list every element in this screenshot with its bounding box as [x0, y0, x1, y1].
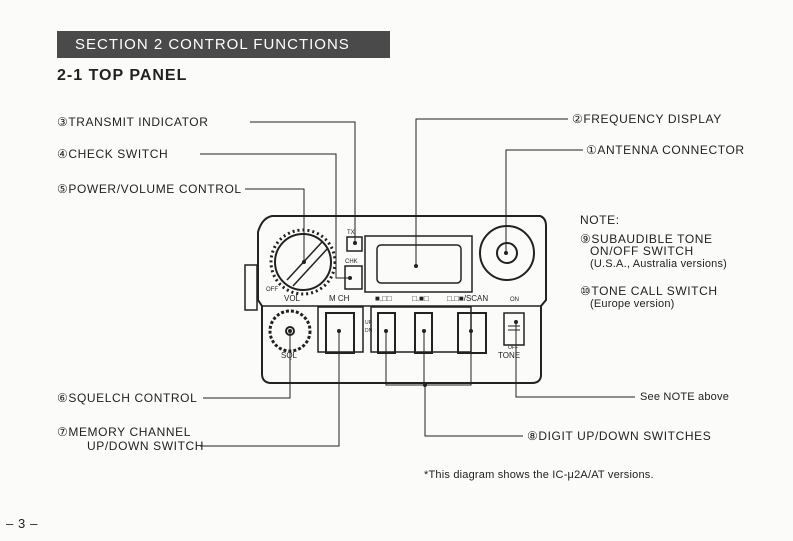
- note-9-title: ⑨SUBAUDIBLE TONE: [580, 232, 713, 246]
- sql-label: SQL: [281, 351, 298, 360]
- section-banner: SECTION 2 CONTROL FUNCTIONS: [57, 31, 390, 58]
- tone-off-label: OFF: [508, 345, 518, 351]
- note-9-title-2: ON/OFF SWITCH: [590, 244, 694, 258]
- up-label: UP: [365, 320, 373, 326]
- digit-switch-2: [414, 312, 433, 354]
- callout-power-volume: ⑤POWER/VOLUME CONTROL: [57, 182, 242, 196]
- leader-3: [250, 121, 356, 243]
- squelch-knob: [268, 309, 312, 353]
- chk-label: CHK: [345, 259, 358, 265]
- leader-8-bracket: [385, 331, 472, 386]
- on-label: ON: [510, 297, 519, 303]
- callout-memory-channel-2: UP/DOWN SWITCH: [87, 439, 205, 453]
- subsection-title: 2-1 TOP PANEL: [57, 67, 188, 84]
- leader-5: [245, 188, 305, 262]
- volume-knob: [274, 233, 332, 291]
- digit-2-label: □.■□: [412, 294, 429, 303]
- note-heading: NOTE:: [580, 213, 620, 227]
- tone-switch: [503, 312, 525, 346]
- off-label: OFF: [266, 287, 278, 293]
- mch-switch: [325, 312, 355, 354]
- digit-3-scan-label: □.□■/SCAN: [447, 294, 488, 303]
- callout-memory-channel: ⑦MEMORY CHANNEL: [57, 425, 192, 439]
- mch-label: M CH: [329, 294, 350, 303]
- leader-tone: [515, 322, 635, 398]
- radio-body: [257, 215, 547, 384]
- note-10-versions: (Europe version): [590, 298, 675, 310]
- vol-label: VOL: [284, 294, 301, 303]
- callout-antenna-connector: ①ANTENNA CONNECTOR: [586, 143, 745, 157]
- note-10-title: ⑩TONE CALL SWITCH: [580, 284, 718, 298]
- callout-digit-switches: ⑧DIGIT UP/DOWN SWITCHES: [527, 429, 712, 443]
- tone-label: TONE: [498, 351, 520, 360]
- callout-squelch: ⑥SQUELCH CONTROL: [57, 391, 198, 405]
- check-switch: [344, 265, 363, 290]
- footnote: *This diagram shows the IC-μ2A/AT versio…: [424, 469, 654, 481]
- callout-see-note: See NOTE above: [640, 391, 730, 403]
- digit-1-label: ■.□□: [375, 294, 392, 303]
- callout-check-switch: ④CHECK SWITCH: [57, 147, 169, 161]
- callout-frequency-display: ②FREQUENCY DISPLAY: [572, 112, 722, 126]
- tx-label: TX: [347, 230, 355, 236]
- leader-6: [203, 331, 291, 399]
- tx-indicator: [346, 236, 363, 252]
- digit-switch-1: [377, 312, 396, 354]
- page-number: – 3 –: [6, 516, 38, 531]
- leader-1: [505, 149, 583, 253]
- antenna-connector: [479, 225, 535, 281]
- digit-switch-3: [457, 312, 487, 354]
- frequency-display: [364, 235, 473, 293]
- leader-7: [200, 331, 340, 447]
- leader-8: [424, 385, 523, 437]
- leader-dots: [288, 241, 518, 387]
- side-clip: [244, 264, 258, 311]
- section-title: SECTION 2 CONTROL FUNCTIONS: [75, 36, 350, 53]
- callout-transmit-indicator: ③TRANSMIT INDICATOR: [57, 115, 209, 129]
- note-9-versions: (U.S.A., Australia versions): [590, 258, 728, 270]
- dn-label: DN: [365, 328, 373, 334]
